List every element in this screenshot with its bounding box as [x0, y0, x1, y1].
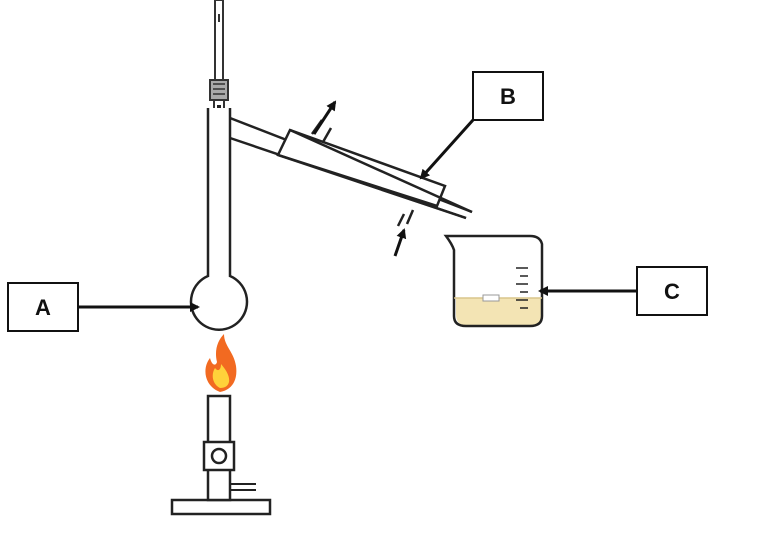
bunsen-burner	[170, 394, 272, 516]
distillation-flask	[189, 108, 473, 331]
water-in-arrow	[393, 228, 407, 257]
collection-beaker	[443, 234, 544, 328]
label-b: B	[419, 71, 544, 180]
label-b-text: B	[500, 84, 516, 109]
label-c-text: C	[664, 279, 680, 304]
label-c: C	[538, 266, 708, 316]
arrow-icon	[419, 118, 475, 180]
thermometer	[209, 0, 229, 119]
flame-icon	[205, 334, 237, 392]
water-out-arrow	[312, 100, 337, 135]
condenser	[276, 119, 473, 227]
label-a-text: A	[35, 295, 51, 320]
water-flow-arrows	[312, 100, 407, 257]
label-a: A	[7, 282, 200, 332]
